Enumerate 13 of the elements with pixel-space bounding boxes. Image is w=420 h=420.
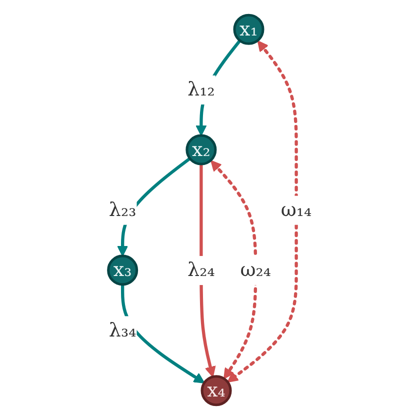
edge-label: λ₂₄ <box>188 258 215 282</box>
edge-label: λ₃₄ <box>108 318 136 342</box>
edge-label: ω₁₄ <box>280 198 312 222</box>
node-circle: x₃ <box>107 254 138 286</box>
edge-label: λ₁₂ <box>188 78 215 101</box>
edge-label: λ₂₃ <box>108 198 136 222</box>
edge-label: ω₂₄ <box>240 258 271 282</box>
arrow <box>210 160 258 380</box>
arrow <box>227 40 298 383</box>
node-circle: x₁ <box>233 14 264 45</box>
arrow <box>121 284 205 384</box>
node-circle: x₄ <box>200 375 232 406</box>
node-circle: x₂ <box>186 134 217 166</box>
